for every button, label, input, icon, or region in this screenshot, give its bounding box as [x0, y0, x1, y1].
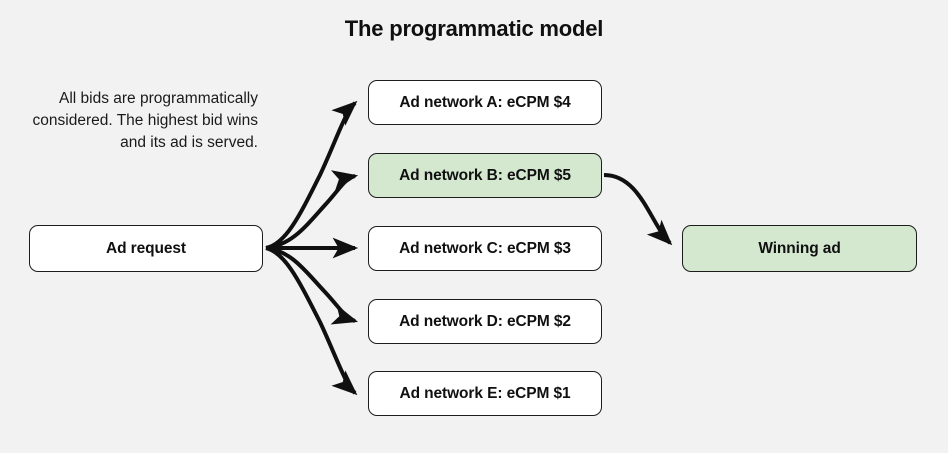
node-ad-request-label: Ad request [106, 239, 186, 257]
node-ad-network-b-label: Ad network B: eCPM $5 [399, 166, 571, 184]
edge-ad-request-to-network-d [265, 246, 359, 325]
node-winning-ad[interactable]: Winning ad [682, 225, 917, 272]
node-ad-network-d-label: Ad network D: eCPM $2 [399, 312, 571, 330]
node-ad-network-e-label: Ad network E: eCPM $1 [399, 384, 571, 402]
description-text: All bids are programmatically considered… [32, 90, 258, 151]
node-ad-network-b[interactable]: Ad network B: eCPM $5 [368, 153, 602, 198]
node-ad-network-a-label: Ad network A: eCPM $4 [399, 93, 571, 111]
edge-network-b-to-winning-ad [603, 173, 673, 246]
edge-ad-request-to-network-a [265, 100, 358, 250]
node-ad-request[interactable]: Ad request [29, 225, 263, 272]
page-title: The programmatic model [344, 16, 604, 41]
node-winning-ad-label: Winning ad [758, 239, 841, 257]
node-ad-network-e[interactable]: Ad network E: eCPM $1 [368, 371, 602, 416]
node-ad-network-d[interactable]: Ad network D: eCPM $2 [368, 299, 602, 344]
edge-ad-request-to-network-b [265, 170, 359, 250]
node-ad-network-c[interactable]: Ad network C: eCPM $3 [368, 226, 602, 271]
node-ad-network-a[interactable]: Ad network A: eCPM $4 [368, 80, 602, 125]
node-ad-network-c-label: Ad network C: eCPM $3 [399, 239, 571, 257]
edge-ad-request-to-network-e [265, 246, 358, 396]
